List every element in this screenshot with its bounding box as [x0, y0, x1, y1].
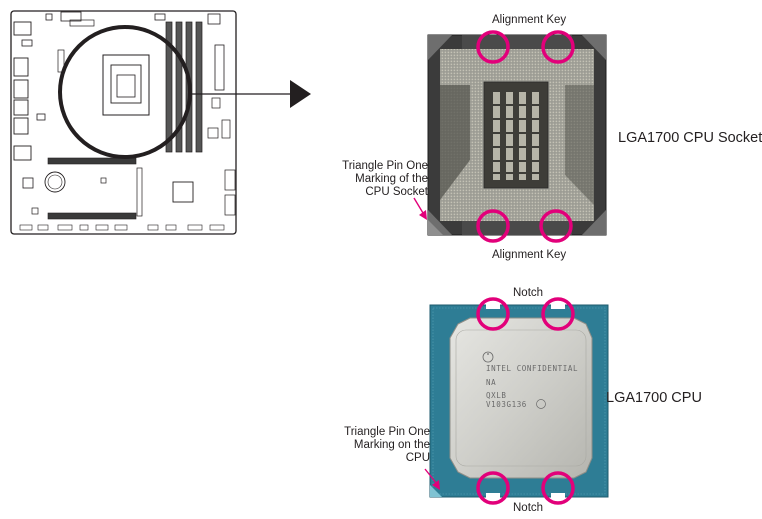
cpu-marking-line3: QXLB: [486, 391, 507, 400]
cpu-pin-one-label: Triangle Pin One Marking on the CPU: [330, 426, 430, 465]
alignment-key-circle: [476, 209, 510, 243]
notch-circle: [541, 297, 575, 331]
socket-pin-one-label: Triangle Pin One Marking of the CPU Sock…: [322, 160, 428, 199]
alignment-key-top-label: Alignment Key: [492, 14, 567, 26]
cpu-heat-spreader: [449, 317, 593, 479]
notch-circle: [476, 297, 510, 331]
intel-logo-icon: [482, 351, 494, 363]
socket-pin-one-line3: CPU Socket: [365, 186, 428, 198]
notch-circle: [476, 471, 510, 505]
cpu-marking-line2: NA: [486, 378, 497, 387]
cpu-pin-one-arrow-icon: [432, 480, 440, 490]
cpu-pin-one-line1: Triangle Pin One: [344, 426, 430, 438]
cpu-pin-one-line2: Marking on the: [353, 439, 430, 451]
socket-pin-one-line1: Triangle Pin One: [342, 160, 428, 172]
cpu-marking-line4: V103G136: [486, 400, 527, 409]
notch-circle: [541, 471, 575, 505]
notch-top-label: Notch: [513, 287, 544, 299]
cpu-pin-one-line3: CPU: [405, 452, 430, 464]
socket-pin-one-line2: Marking of the: [355, 173, 428, 185]
cpu-marking-line1: INTEL CONFIDENTIAL: [486, 364, 579, 373]
alignment-key-bottom-label: Alignment Key: [492, 249, 567, 261]
cpu-name-label: LGA1700 CPU: [606, 390, 702, 406]
socket-pin-one-triangle-icon: [428, 220, 443, 235]
alignment-key-circles: [476, 30, 575, 243]
socket-pin-one-arrow-icon: [419, 210, 427, 220]
socket-callout-circle: [58, 25, 192, 159]
alignment-key-circle: [541, 30, 575, 64]
cpu-pin-one-triangle-icon: [430, 485, 442, 497]
alignment-key-circle: [476, 30, 510, 64]
socket-name-label: LGA1700 CPU Socket: [618, 130, 762, 146]
e3-mark-icon: [536, 399, 546, 409]
notch-bottom-label: Notch: [513, 502, 544, 514]
callout-arrow-icon: [290, 80, 311, 108]
alignment-key-circle: [539, 209, 573, 243]
notch-circles: [476, 297, 575, 505]
